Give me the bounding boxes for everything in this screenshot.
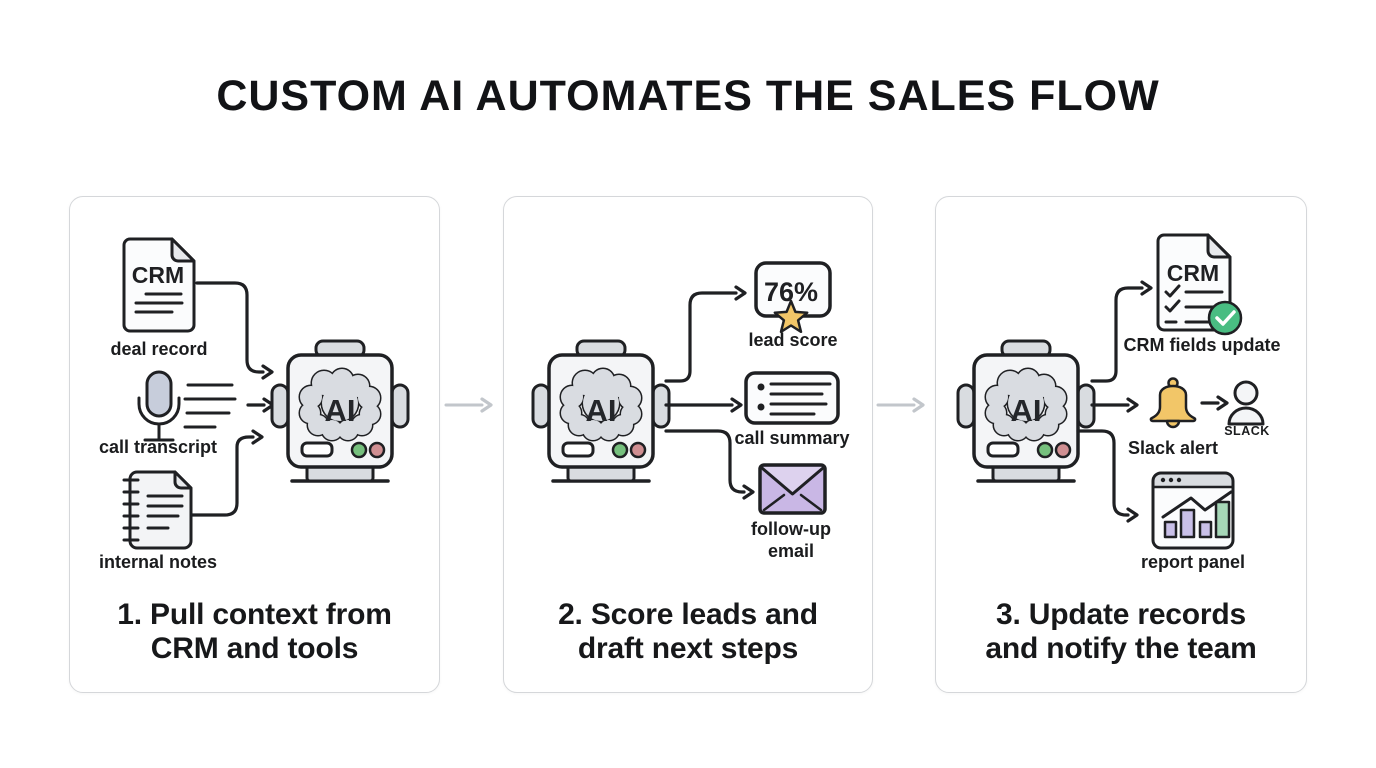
- follow-up-email-label: email: [768, 541, 814, 561]
- page-title: CUSTOM AI AUTOMATES THE SALES FLOW: [216, 72, 1160, 120]
- caption-line: CRM and tools: [150, 632, 359, 665]
- person-icon: [1227, 380, 1265, 426]
- input-flow-arrows: [190, 281, 275, 517]
- slack-alert-label: Slack alert: [1128, 438, 1218, 458]
- notebook-icon: [122, 470, 193, 550]
- slack-tag: SLACK: [1224, 424, 1270, 438]
- transcript-lines-icon: [183, 383, 237, 429]
- step-3-caption: 3. Update records and notify the team: [936, 598, 1306, 666]
- report-panel-icon: [1151, 471, 1235, 550]
- microphone-icon: [137, 370, 181, 442]
- bell-icon: [1149, 377, 1197, 429]
- step-1-caption: 1. Pull context from CRM and tools: [70, 598, 439, 666]
- star-icon: [773, 299, 809, 334]
- follow-up-email-label: follow-up: [751, 519, 831, 539]
- call-summary-card-icon: [744, 371, 840, 425]
- envelope-icon: [758, 463, 827, 515]
- deal-record-label: deal record: [110, 339, 207, 359]
- crm-fields-update-label: CRM fields update: [1123, 335, 1280, 355]
- caption-line: 2. Score leads and: [558, 598, 818, 631]
- step-2-caption: 2. Score leads and draft next steps: [504, 598, 872, 666]
- output-flow-arrows: [664, 285, 755, 500]
- crm-checklist-document-icon: CRM: [1156, 233, 1232, 332]
- call-summary-label: call summary: [734, 428, 849, 448]
- caption-line: and notify the team: [985, 632, 1257, 665]
- ai-robot-icon: [956, 339, 1096, 483]
- lead-score-label: lead score: [748, 330, 837, 350]
- caption-line: draft next steps: [577, 632, 799, 665]
- internal-notes-label: internal notes: [99, 552, 217, 572]
- ai-robot-icon: [270, 339, 410, 483]
- caption-line: 3. Update records: [995, 598, 1247, 631]
- crm-doc-label: CRM: [132, 262, 184, 288]
- step-1-art: CRM deal record call transcript: [99, 237, 410, 572]
- step-2-art: 76% lead score call summary: [531, 261, 850, 561]
- output-flow-arrows: [1076, 280, 1153, 523]
- crm-doc-label: CRM: [1167, 260, 1219, 286]
- report-panel-label: report panel: [1141, 552, 1245, 572]
- call-transcript-label: call transcript: [99, 437, 217, 457]
- ai-robot-icon: [531, 339, 671, 483]
- step-3-art: CRM CRM fields update: [956, 233, 1281, 572]
- check-circle-icon: [1207, 300, 1243, 336]
- crm-document-icon: CRM: [122, 237, 196, 333]
- caption-line: 1. Pull context from: [117, 598, 392, 631]
- lead-score-badge: 76%: [754, 261, 832, 334]
